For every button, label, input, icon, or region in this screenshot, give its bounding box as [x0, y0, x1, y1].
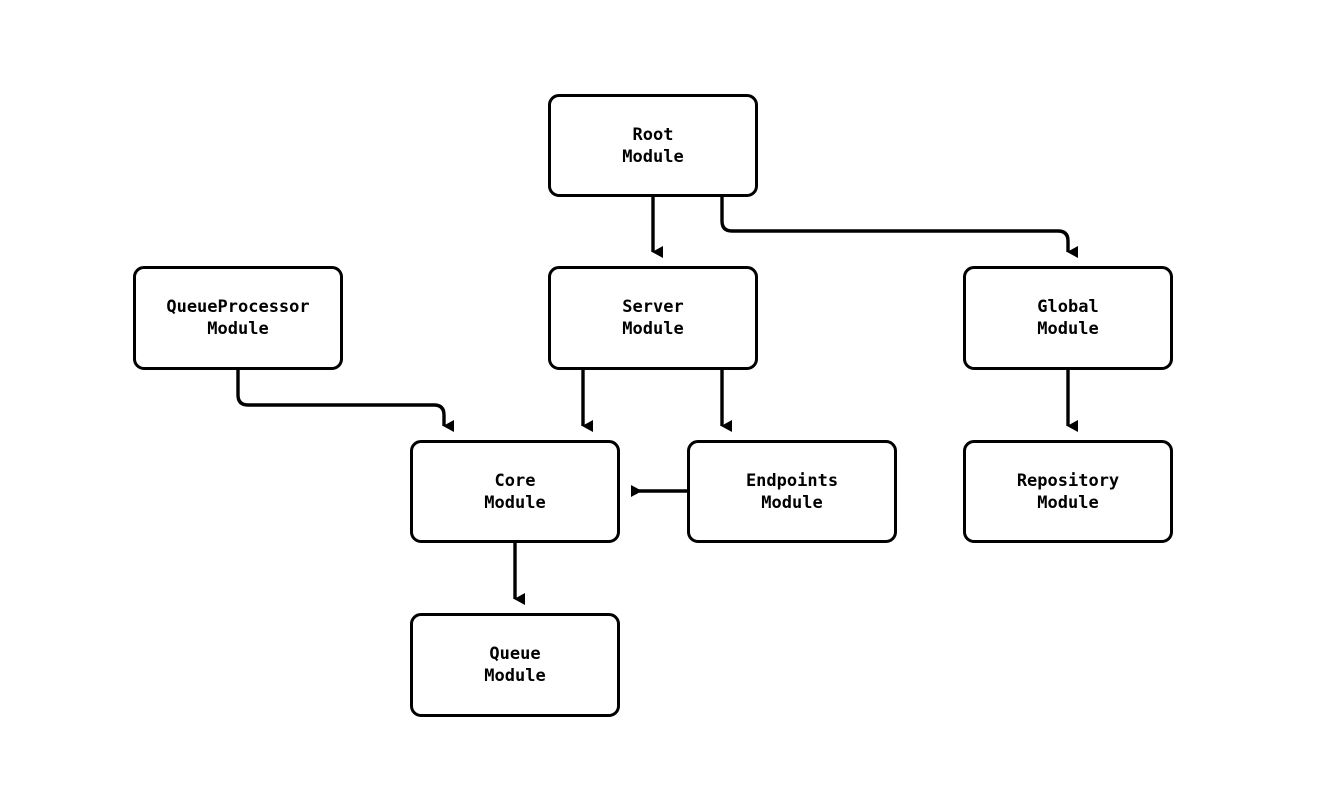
node-repository-module-line1: Repository: [1016, 470, 1120, 491]
node-root-module-line1: Root: [632, 124, 674, 145]
node-endpoints-module-line1: Endpoints: [745, 470, 839, 491]
node-root-module-line2: Module: [622, 146, 684, 167]
node-repository-module[interactable]: Repository Module: [963, 440, 1173, 543]
edge-root-to-global: [720, 197, 1078, 258]
node-global-module-line1: Global: [1037, 297, 1099, 317]
node-core-module-line2: Module: [484, 492, 546, 513]
node-core-module[interactable]: Core Module: [410, 440, 620, 543]
node-server-module-line1: Server: [622, 297, 684, 317]
node-queueprocessor-module-line2: Module: [207, 319, 269, 339]
node-repository-module-line2: Module: [1037, 492, 1099, 513]
node-root-module[interactable]: Root Module: [548, 94, 758, 197]
node-queue-module-line1: Queue: [489, 644, 541, 664]
node-global-module[interactable]: Global Module: [963, 266, 1173, 370]
node-queueprocessor-module[interactable]: QueueProcessor Module: [133, 266, 343, 370]
node-endpoints-module[interactable]: Endpoints Module: [687, 440, 897, 543]
node-endpoints-module-line2: Module: [761, 492, 823, 513]
node-global-module-line2: Module: [1037, 319, 1099, 339]
node-server-module-line2: Module: [622, 319, 684, 339]
node-queue-module-line2: Module: [484, 666, 546, 686]
node-queueprocessor-module-line1: QueueProcessor: [166, 297, 310, 317]
node-queue-module[interactable]: Queue Module: [410, 613, 620, 717]
node-core-module-line1: Core: [494, 470, 536, 491]
edge-queueprocessor-to-core: [236, 370, 454, 432]
node-server-module[interactable]: Server Module: [548, 266, 758, 370]
